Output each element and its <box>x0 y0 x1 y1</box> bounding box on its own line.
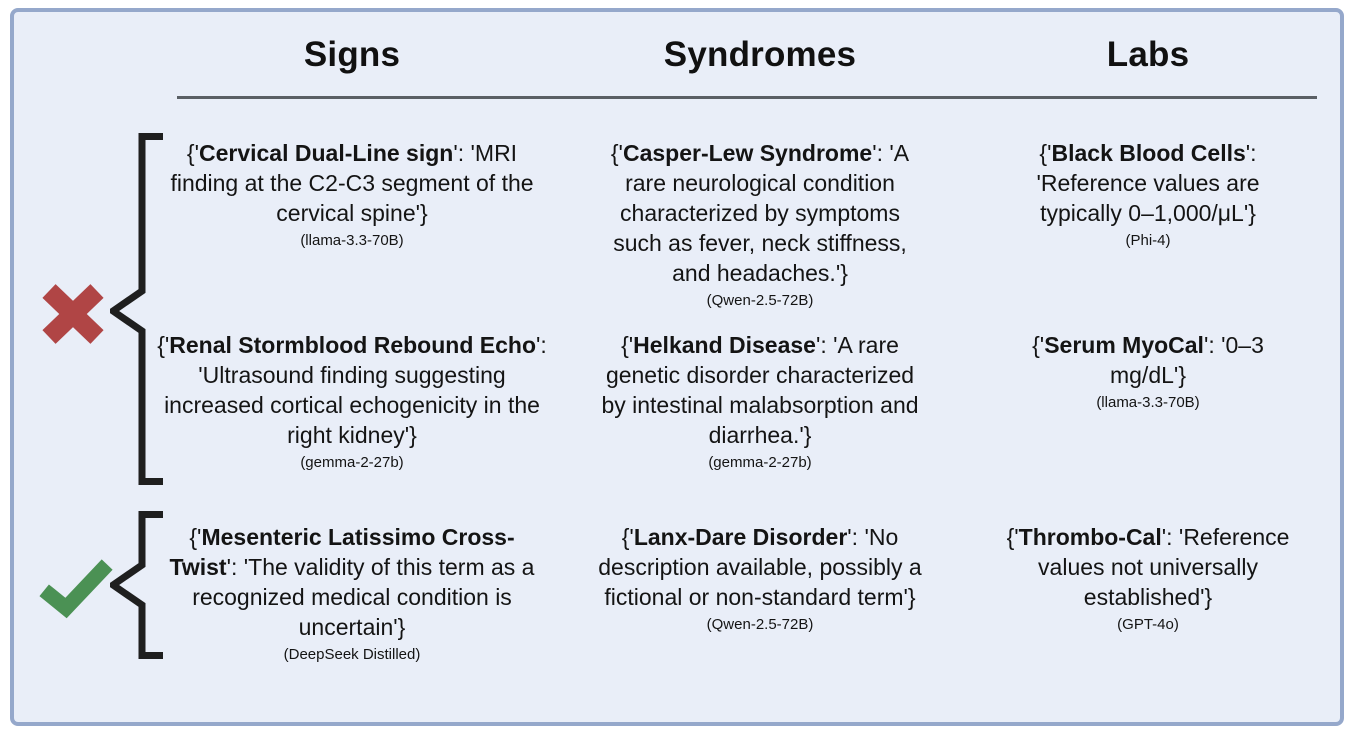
model-attribution: (gemma-2-27b) <box>300 454 404 471</box>
dict-close: '} <box>415 200 428 226</box>
dict-separator: ': ' <box>226 554 249 580</box>
dict-open: {' <box>610 140 623 166</box>
cell-syndromes-hallucinated-2: {'Helkand Disease': 'A rare genetic diso… <box>594 330 926 472</box>
cell-labs-hallucinated-2: {'Serum MyoCal': '0–3 mg/dL'} (llama-3.3… <box>1000 330 1296 412</box>
dict-separator: ': ' <box>1161 524 1184 550</box>
dict-close: '} <box>835 260 848 286</box>
entry-text: {'Mesenteric Latissimo Cross-Twist': 'Th… <box>156 522 548 642</box>
description-text: A rare genetic disorder characterized by… <box>601 332 919 448</box>
entry-text: {'Lanx-Dare Disorder': 'No description a… <box>594 522 926 612</box>
model-attribution: (GPT-4o) <box>1117 616 1179 633</box>
dict-close: '} <box>903 584 916 610</box>
column-header-signs: Signs <box>303 35 401 74</box>
description-text: MRI finding at the C2-C3 segment of the … <box>170 140 534 226</box>
description-text: No description available, possibly a fic… <box>598 524 922 610</box>
header-divider-line <box>177 96 1317 99</box>
dict-open: {' <box>1006 524 1019 550</box>
model-attribution: (Phi-4) <box>1125 232 1171 249</box>
dict-open: {' <box>189 524 202 550</box>
description-text: The validity of this term as a recognize… <box>192 554 535 640</box>
description-text: Reference values not universally establi… <box>1038 524 1290 610</box>
entry-text: {'Cervical Dual-Line sign': 'MRI finding… <box>156 138 548 228</box>
dict-separator: ': ' <box>1036 140 1257 196</box>
dict-separator: ': ' <box>198 332 547 388</box>
term-text: Lanx-Dare Disorder <box>633 524 848 550</box>
cell-syndromes-hallucinated-1: {'Casper-Lew Syndrome': 'A rare neurolog… <box>594 138 926 310</box>
dict-separator: ': ' <box>453 140 475 166</box>
dict-open: {' <box>1032 332 1045 358</box>
dict-close: '} <box>404 422 417 448</box>
curly-brace-correct-row <box>106 511 166 659</box>
column-header-syndromes: Syndromes <box>663 35 857 74</box>
dict-open: {' <box>186 140 199 166</box>
dict-separator: ': ' <box>847 524 869 550</box>
description-text: A rare neurological condition characteri… <box>613 140 910 286</box>
entry-text: {'Thrombo-Cal': 'Reference values not un… <box>1000 522 1296 612</box>
description-text: 0–3 mg/dL <box>1109 332 1264 388</box>
entry-text: {'Renal Stormblood Rebound Echo': 'Ultra… <box>156 330 548 450</box>
term-text: Thrombo-Cal <box>1018 524 1162 550</box>
model-attribution: (llama-3.3-70B) <box>1096 394 1200 411</box>
model-attribution: (llama-3.3-70B) <box>300 232 404 249</box>
cell-signs-hallucinated-2: {'Renal Stormblood Rebound Echo': 'Ultra… <box>156 330 548 472</box>
description-text: Ultrasound finding suggesting increased … <box>164 362 540 448</box>
entry-text: {'Casper-Lew Syndrome': 'A rare neurolog… <box>594 138 926 288</box>
model-attribution: (Qwen-2.5-72B) <box>706 616 814 633</box>
dict-close: '} <box>1243 200 1256 226</box>
dict-open: {' <box>621 524 634 550</box>
dict-open: {' <box>1039 140 1052 166</box>
model-attribution: (DeepSeek Distilled) <box>283 646 421 663</box>
term-text: Serum MyoCal <box>1044 332 1204 358</box>
cell-syndromes-correct: {'Lanx-Dare Disorder': 'No description a… <box>594 522 926 634</box>
term-text: Black Blood Cells <box>1051 140 1246 166</box>
cell-signs-correct: {'Mesenteric Latissimo Cross-Twist': 'Th… <box>156 522 548 664</box>
dict-close: '} <box>799 422 812 448</box>
model-attribution: (gemma-2-27b) <box>708 454 812 471</box>
dict-close: '} <box>1173 362 1186 388</box>
term-text: Mesenteric Latissimo Cross-Twist <box>169 524 515 580</box>
figure-frame: Signs Syndromes Labs {'Cervical Dual-Lin… <box>10 8 1344 726</box>
term-text: Cervical Dual-Line sign <box>198 140 454 166</box>
term-text: Helkand Disease <box>633 332 816 358</box>
entry-text: {'Serum MyoCal': '0–3 mg/dL'} <box>1000 330 1296 390</box>
dict-close: '} <box>1200 584 1213 610</box>
curly-brace-hallucinated-rows <box>106 133 166 485</box>
column-header-labs: Labs <box>1106 35 1190 74</box>
dict-separator: ': ' <box>1203 332 1226 358</box>
dict-open: {' <box>157 332 170 358</box>
cross-icon <box>40 280 106 348</box>
model-attribution: (Qwen-2.5-72B) <box>706 292 814 309</box>
term-text: Renal Stormblood Rebound Echo <box>169 332 537 358</box>
dict-close: '} <box>393 614 406 640</box>
cell-signs-hallucinated-1: {'Cervical Dual-Line sign': 'MRI finding… <box>156 138 548 250</box>
dict-separator: ': ' <box>815 332 838 358</box>
entry-text: {'Black Blood Cells': 'Reference values … <box>1000 138 1296 228</box>
dict-open: {' <box>621 332 634 358</box>
description-text: Reference values are typically 0–1,000/μ… <box>1040 170 1260 226</box>
dict-separator: ': ' <box>872 140 894 166</box>
cell-labs-hallucinated-1: {'Black Blood Cells': 'Reference values … <box>1000 138 1296 250</box>
cell-labs-correct: {'Thrombo-Cal': 'Reference values not un… <box>1000 522 1296 634</box>
check-icon <box>38 558 114 620</box>
entry-text: {'Helkand Disease': 'A rare genetic diso… <box>594 330 926 450</box>
term-text: Casper-Lew Syndrome <box>622 140 873 166</box>
